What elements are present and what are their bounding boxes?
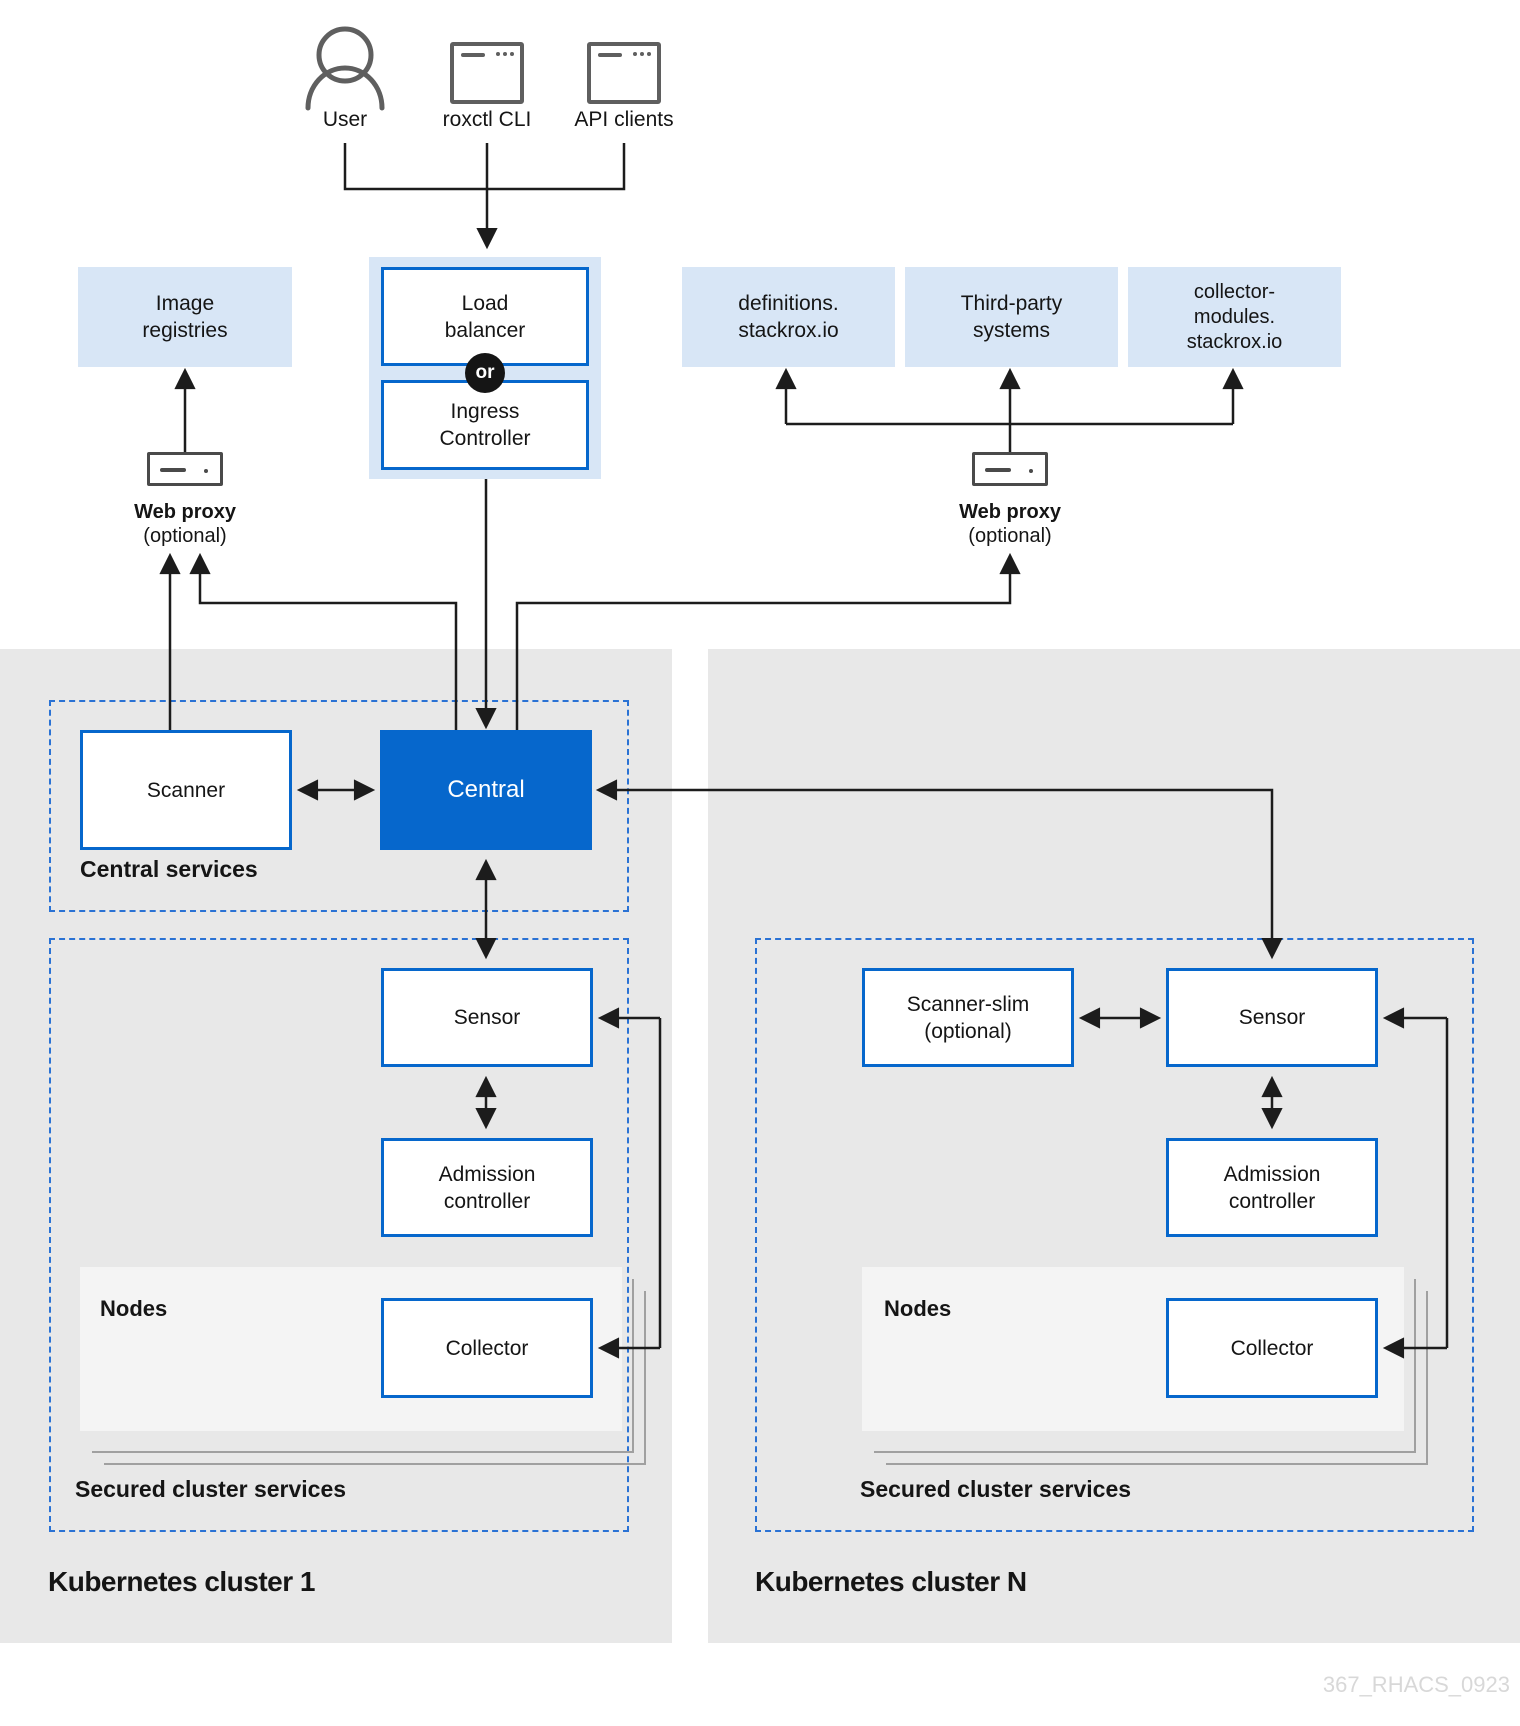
proxy-dot — [204, 469, 208, 473]
terminal-icon-api-clients — [587, 42, 661, 104]
proxy-dot — [1029, 469, 1033, 473]
cluster1-title: Kubernetes cluster 1 — [48, 1566, 316, 1597]
clusterN-nodes-stack-edge-3 — [886, 1291, 1428, 1465]
clusterN-title: Kubernetes cluster N — [755, 1566, 1027, 1597]
terminal-icon-roxctl — [450, 42, 524, 104]
clusterN-collector-box: Collector — [1166, 1298, 1378, 1398]
api-clients-label: API clients — [574, 108, 674, 131]
cluster1-nodes-stack-edge-2 — [92, 1279, 634, 1453]
web-proxy-right-icon — [972, 452, 1048, 486]
clusterN-nodes-stack-edge-2 — [874, 1279, 1416, 1453]
web-proxy-right-optional-label: (optional) — [968, 525, 1052, 547]
clusterN-scanner-slim-box: Scanner-slim(optional) — [862, 968, 1074, 1067]
terminal-titlebar-dots — [496, 52, 514, 56]
cluster1-sensor-box: Sensor — [381, 968, 593, 1067]
webproxy-right-fanout-line — [786, 422, 1233, 453]
web-proxy-left-optional-label: (optional) — [143, 525, 227, 547]
scanner-box: Scanner — [80, 730, 292, 850]
web-proxy-left-label: Web proxy — [134, 501, 236, 523]
cluster1-collector-box: Collector — [381, 1298, 593, 1398]
proxy-dash — [985, 468, 1011, 472]
terminal-titlebar-dash — [598, 53, 622, 57]
proxy-dash — [160, 468, 186, 472]
terminal-titlebar-dash — [461, 53, 485, 57]
central-services-title: Central services — [80, 856, 258, 882]
user-label: User — [322, 108, 368, 131]
web-proxy-left-icon — [147, 452, 223, 486]
cluster1-nodes-stack-edge-3 — [104, 1291, 646, 1465]
definitions-stackrox-box: definitions.stackrox.io — [682, 267, 895, 367]
cluster1-secured-services-title: Secured cluster services — [75, 1476, 347, 1502]
user-icon — [305, 26, 385, 111]
clients-merge-line — [343, 143, 626, 191]
roxctl-cli-label: roxctl CLI — [442, 108, 532, 131]
clusterN-secured-services-title: Secured cluster services — [860, 1476, 1132, 1502]
cluster1-nodes-label: Nodes — [100, 1296, 168, 1321]
or-badge: or — [465, 353, 505, 393]
secured-cluster1-dashed-box — [49, 938, 629, 1532]
clusterN-nodes-label: Nodes — [884, 1296, 952, 1321]
web-proxy-right-label: Web proxy — [959, 501, 1061, 523]
collector-modules-stackrox-box: collector-modules.stackrox.io — [1128, 267, 1341, 367]
watermark-text: 367_RHACS_0923 — [1322, 1672, 1510, 1697]
terminal-titlebar-dots — [633, 52, 651, 56]
clusterN-sensor-box: Sensor — [1166, 968, 1378, 1067]
central-box: Central — [380, 730, 592, 850]
